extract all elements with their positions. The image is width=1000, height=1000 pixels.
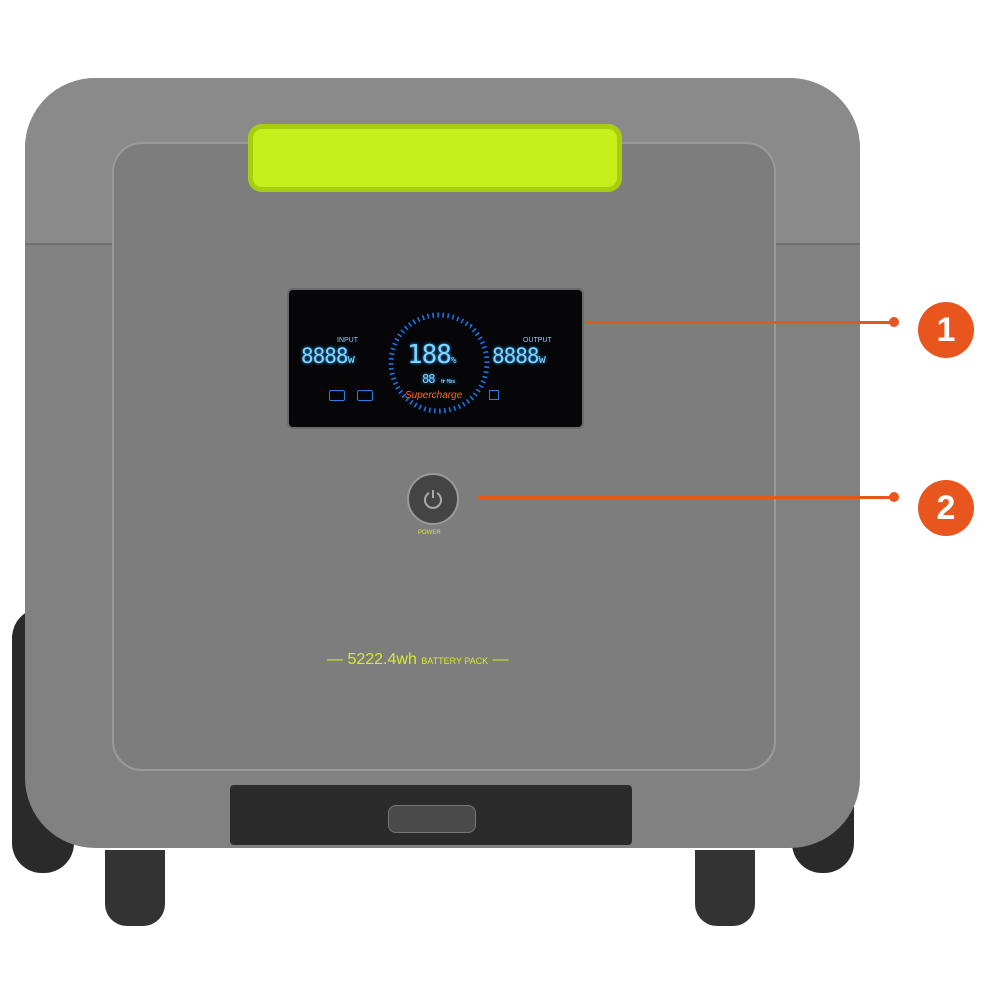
handle[interactable] bbox=[248, 124, 622, 192]
callout-line-1 bbox=[585, 321, 895, 324]
output-value: 8888w bbox=[492, 344, 546, 368]
time-remaining: 88 Hr Mins bbox=[422, 372, 456, 386]
supercharge-label: Supercharge bbox=[405, 390, 463, 401]
tray-handle[interactable] bbox=[388, 805, 476, 833]
dc-icon bbox=[357, 390, 373, 401]
power-label: POWER bbox=[418, 530, 441, 536]
lcd-display: INPUT 8888w 188% 88 Hr Mins Supercharge … bbox=[287, 288, 584, 429]
callout-dot-1 bbox=[889, 317, 899, 327]
callout-marker-2: 2 bbox=[918, 480, 974, 536]
right-caster bbox=[695, 850, 755, 926]
left-caster bbox=[105, 850, 165, 926]
gauge-ring bbox=[388, 312, 490, 414]
power-button[interactable] bbox=[407, 473, 459, 525]
callout-line-2 bbox=[478, 496, 895, 499]
ac-icon bbox=[329, 390, 345, 401]
front-panel bbox=[112, 142, 776, 771]
input-label: INPUT bbox=[337, 337, 358, 344]
callout-dot-2 bbox=[889, 492, 899, 502]
usb-icon bbox=[489, 390, 499, 400]
callout-marker-1: 1 bbox=[918, 302, 974, 358]
battery-percent: 188% bbox=[407, 340, 456, 370]
capacity-label: — 5222.4wh BATTERY PACK — bbox=[327, 651, 509, 668]
power-icon bbox=[424, 490, 442, 509]
output-label: OUTPUT bbox=[523, 337, 552, 344]
input-value: 8888w bbox=[301, 344, 355, 368]
